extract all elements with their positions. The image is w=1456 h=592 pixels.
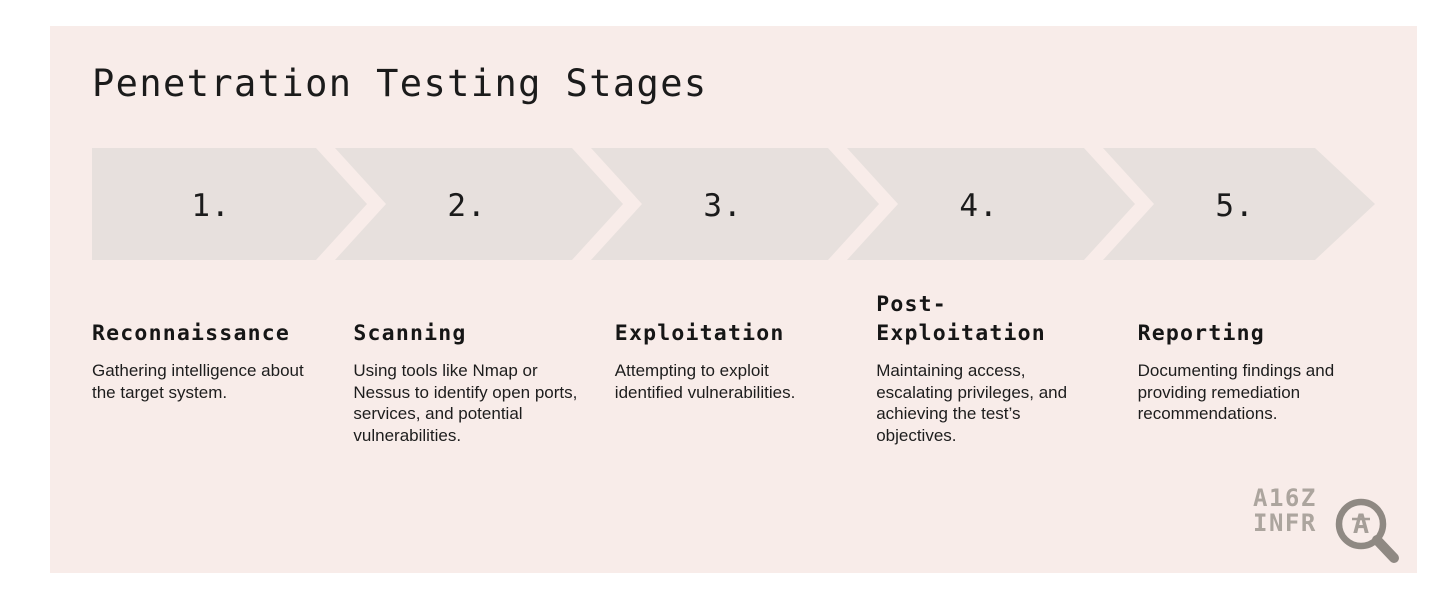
stage-heading: Scanning <box>353 321 467 346</box>
watermark: A16Z INFR <box>1253 486 1317 536</box>
stage-description: Gathering intelligence about the target … <box>92 361 304 402</box>
chevron-separator <box>828 148 898 260</box>
watermark-line-1: A16Z <box>1253 484 1317 512</box>
stage-number-5: 5. <box>1215 188 1255 224</box>
magnifier-lens-letter: A <box>1353 509 1369 540</box>
stage-columns: Reconnaissance Gathering intelligence ab… <box>92 284 1375 447</box>
stage-description: Attempting to exploit identified vulnera… <box>614 361 796 402</box>
lens-circle <box>1335 498 1387 550</box>
stage-description: Documenting findings and providing remed… <box>1137 361 1335 424</box>
stage-number-1: 1. <box>191 188 231 224</box>
stage-description: Maintaining access, escalating privilege… <box>876 361 1068 446</box>
stage-heading: Post- Exploitation <box>876 292 1046 346</box>
chevron-separator <box>316 148 386 260</box>
chevron-separator <box>572 148 642 260</box>
stage-heading: Exploitation <box>614 321 785 346</box>
chevron-separator <box>1084 148 1154 260</box>
infographic-card: Penetration Testing Stages 1. 2. 3. 4. 5… <box>50 26 1417 573</box>
page-title: Penetration Testing Stages <box>92 62 708 105</box>
stage-column-reconnaissance: Reconnaissance Gathering intelligence ab… <box>92 284 329 447</box>
magnifier-icon: A <box>1335 498 1399 563</box>
stage-column-exploitation: Exploitation Attempting to exploit ident… <box>615 284 852 447</box>
stage-number-2: 2. <box>447 188 487 224</box>
magnifier-handle <box>1372 535 1399 563</box>
watermark-line-2: INFR <box>1253 509 1317 537</box>
stage-number-3: 3. <box>703 188 743 224</box>
stage-column-post-exploitation: Post- Exploitation Maintaining access, e… <box>876 284 1113 447</box>
process-flow-band: 1. 2. 3. 4. 5. <box>92 148 1375 260</box>
stage-column-reporting: Reporting Documenting findings and provi… <box>1138 284 1375 447</box>
stage-number-4: 4. <box>959 188 999 224</box>
stage-column-scanning: Scanning Using tools like Nmap or Nessus… <box>353 284 590 447</box>
stage-description: Using tools like Nmap or Nessus to ident… <box>353 361 578 446</box>
stage-heading: Reconnaissance <box>92 321 291 346</box>
stage-heading: Reporting <box>1137 321 1265 346</box>
